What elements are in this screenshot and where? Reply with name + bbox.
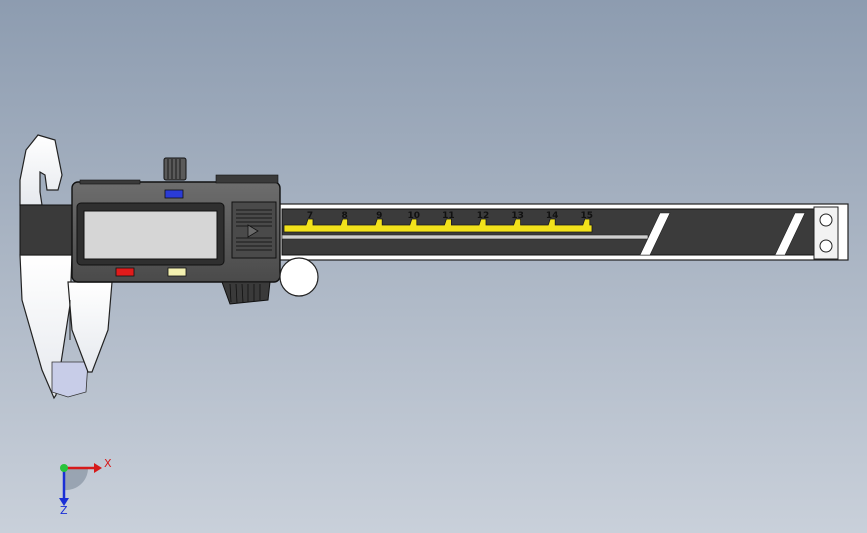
end-screw-bottom	[819, 239, 833, 253]
arrow-icon	[247, 224, 259, 238]
display-housing	[71, 157, 319, 305]
z-axis-arrowhead	[59, 498, 69, 506]
thumb-wheel[interactable]	[221, 281, 271, 305]
scale-strip: 7 8 9 10 11 12 13 14 15	[283, 211, 594, 233]
coordinate-triad: X Z	[59, 457, 112, 517]
locking-screw[interactable]	[163, 157, 187, 181]
scale-number: 9	[376, 211, 382, 221]
scale-number: 8	[341, 211, 347, 221]
fixed-jaw	[19, 134, 89, 400]
scale-number: 11	[442, 211, 455, 221]
right-button[interactable]	[167, 267, 187, 277]
left-button[interactable]	[115, 267, 135, 277]
main-beam	[269, 203, 849, 261]
scale-number: 7	[307, 211, 313, 221]
scale-number: 10	[408, 211, 421, 221]
top-knurl-strip	[215, 174, 279, 184]
sliding-jaw	[67, 281, 113, 373]
wheel-grip	[236, 209, 272, 251]
x-axis-arrowhead	[94, 463, 102, 473]
scale-number: 13	[511, 211, 524, 221]
lock-knob[interactable]	[279, 257, 319, 297]
scale-number: 14	[546, 211, 559, 221]
top-button[interactable]	[164, 189, 184, 199]
z-axis-label: Z	[60, 504, 68, 517]
scale-number: 15	[581, 211, 594, 221]
x-axis-label: X	[104, 457, 112, 470]
lcd-screen	[83, 210, 218, 260]
end-screw-top	[819, 213, 833, 227]
scale-number: 12	[477, 211, 490, 221]
triad-origin	[60, 464, 68, 472]
scale-track	[283, 218, 593, 233]
